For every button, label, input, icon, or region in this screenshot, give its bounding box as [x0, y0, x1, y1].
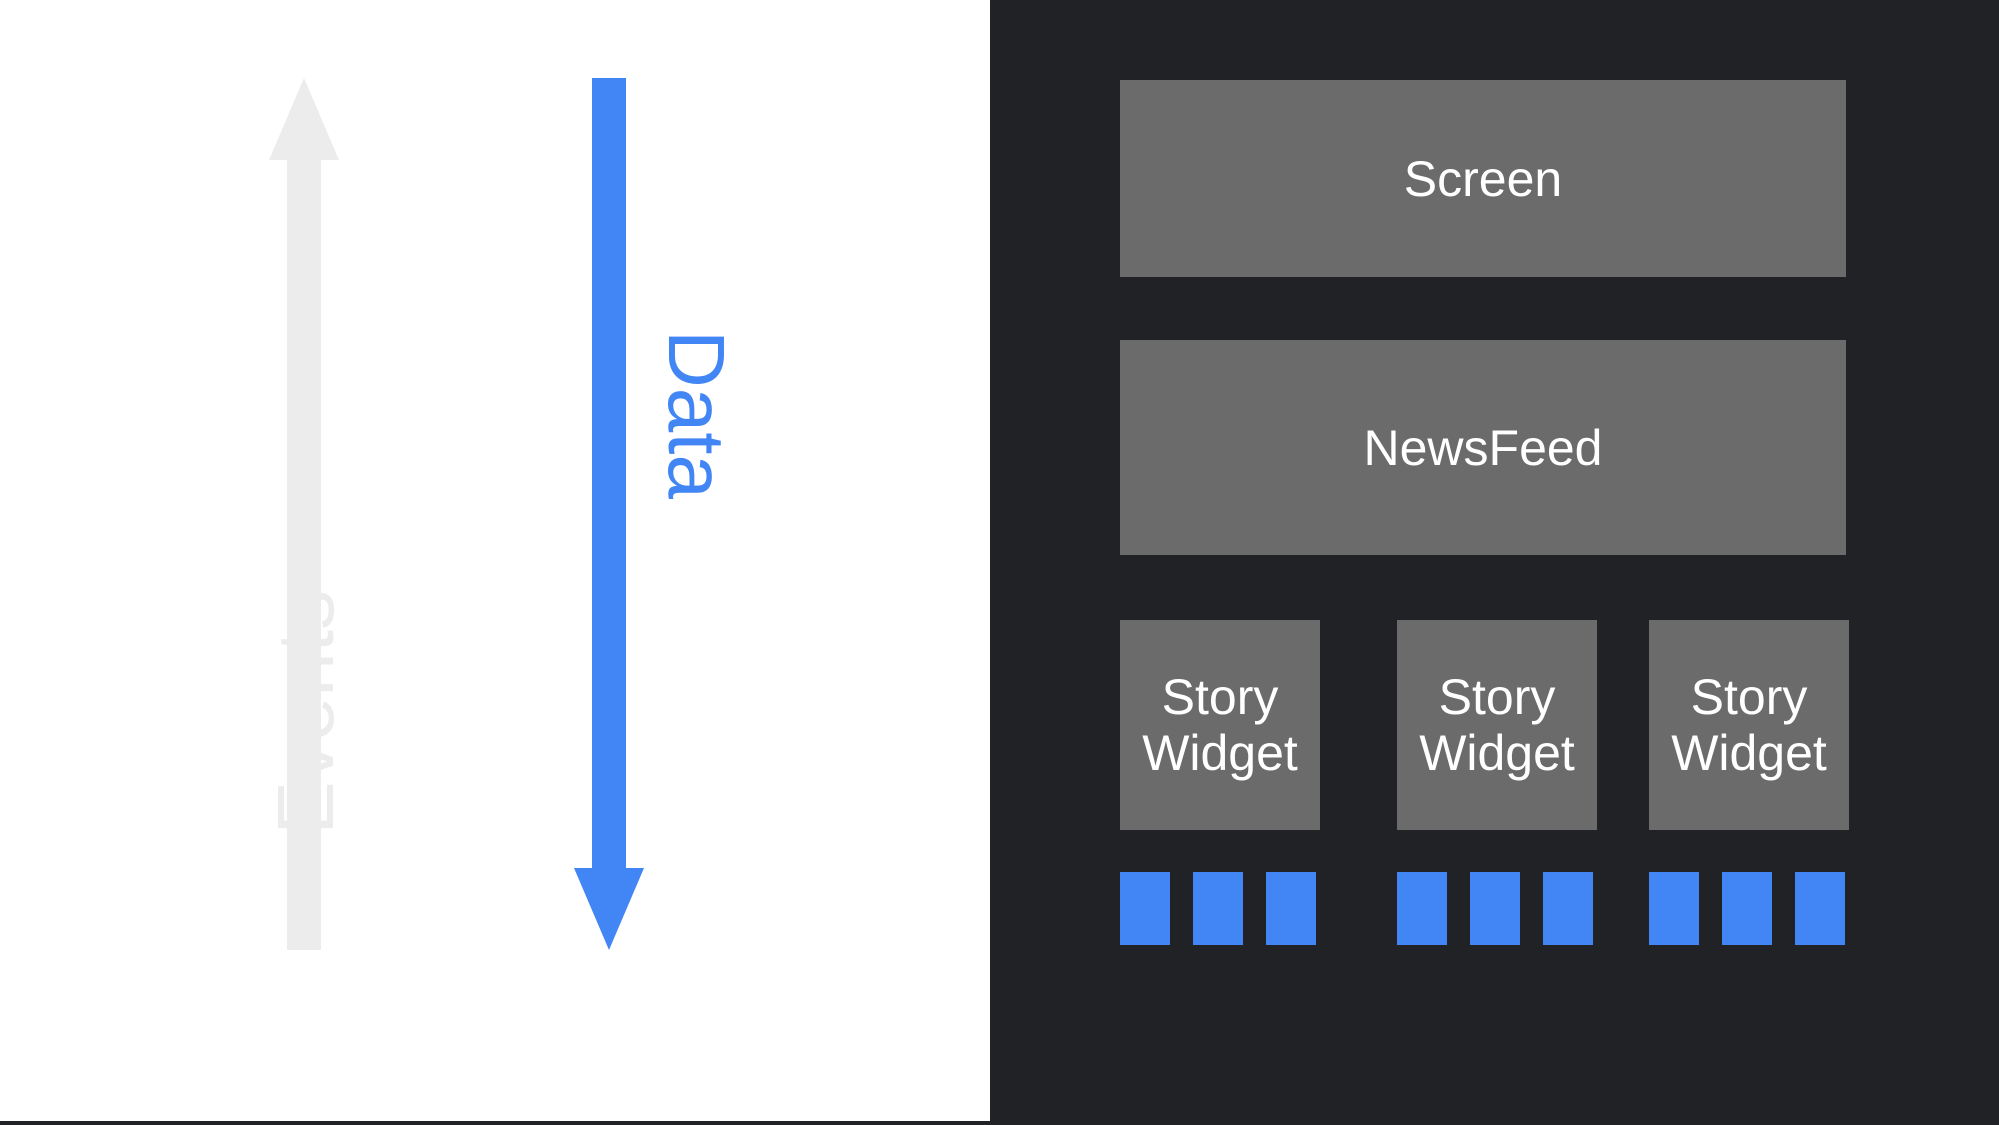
story-widget-label-line-1: Story — [1161, 669, 1279, 725]
child-element-bar[interactable] — [1193, 872, 1243, 945]
data-flow-label: Data — [652, 330, 741, 499]
child-element-bar[interactable] — [1120, 872, 1170, 945]
flow-legend-panel: Events Data — [0, 0, 990, 1121]
events-flow-label: Events — [261, 590, 350, 835]
child-element-bar[interactable] — [1397, 872, 1447, 945]
arrow-down-icon — [574, 78, 644, 950]
component-story-widget[interactable]: Story Widget — [1649, 620, 1849, 830]
component-story-widget-label: Story Widget — [1419, 669, 1575, 781]
child-element-bar[interactable] — [1722, 872, 1772, 945]
component-story-widget[interactable]: Story Widget — [1120, 620, 1320, 830]
component-screen-label: Screen — [1403, 150, 1563, 207]
child-element-bar[interactable] — [1470, 872, 1520, 945]
component-newsfeed[interactable]: NewsFeed — [1120, 340, 1846, 555]
bottom-divider — [0, 1121, 1999, 1125]
story-widget-children-group — [1649, 872, 1845, 945]
story-widget-children-group — [1397, 872, 1593, 945]
component-story-widget-label: Story Widget — [1142, 669, 1298, 781]
component-story-widget-label: Story Widget — [1671, 669, 1827, 781]
child-element-bar[interactable] — [1266, 872, 1316, 945]
component-story-widget[interactable]: Story Widget — [1397, 620, 1597, 830]
component-newsfeed-label: NewsFeed — [1363, 419, 1603, 476]
story-widget-label-line-1: Story — [1690, 669, 1808, 725]
arrow-up-icon — [269, 78, 339, 950]
child-element-bar[interactable] — [1543, 872, 1593, 945]
story-widget-label-line-2: Widget — [1142, 725, 1298, 781]
child-element-bar[interactable] — [1649, 872, 1699, 945]
component-tree-panel: Screen NewsFeed Story Widget Story Widge… — [990, 0, 1999, 1121]
story-widget-children-group — [1120, 872, 1316, 945]
story-widget-label-line-2: Widget — [1419, 725, 1575, 781]
story-widget-label-line-2: Widget — [1671, 725, 1827, 781]
component-screen[interactable]: Screen — [1120, 80, 1846, 277]
story-widget-label-line-1: Story — [1438, 669, 1556, 725]
child-element-bar[interactable] — [1795, 872, 1845, 945]
